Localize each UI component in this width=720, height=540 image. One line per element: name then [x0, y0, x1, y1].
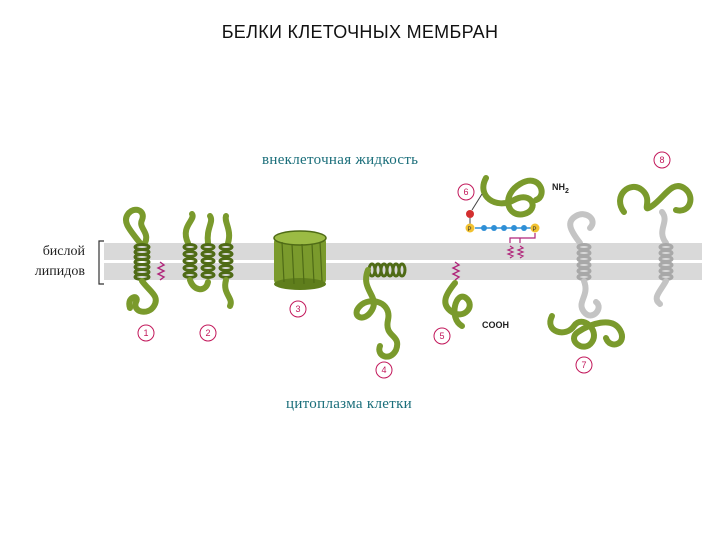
bilayer-bracket [98, 240, 104, 285]
lipid-bilayer-label-line1: бислой [42, 244, 85, 259]
svg-text:3: 3 [295, 304, 300, 314]
protein-5 [442, 261, 473, 329]
protein-number-badge-5: 5 [433, 327, 451, 345]
svg-text:7: 7 [581, 360, 586, 370]
cooh-label: COOH [482, 320, 509, 330]
protein-number-badge-2: 2 [199, 324, 217, 342]
membrane-inner-leaflet [104, 263, 702, 280]
protein-number-badge-7: 7 [575, 356, 593, 374]
extracellular-fluid-label: внеклеточная жидкость [262, 152, 419, 168]
protein-6 [465, 175, 545, 259]
svg-text:2: 2 [205, 328, 210, 338]
svg-text:6: 6 [463, 187, 468, 197]
phosphate-right-label: P [533, 227, 537, 233]
protein-2 [182, 211, 234, 309]
phosphate-left-label: P [468, 227, 472, 233]
svg-text:5: 5 [439, 331, 444, 341]
lipid-bilayer-label-line2: липидов [34, 264, 85, 279]
nh2-label: NH2 [552, 182, 569, 195]
protein-number-badge-4: 4 [375, 361, 393, 379]
protein-number-badge-8: 8 [653, 151, 671, 169]
svg-text:8: 8 [659, 155, 664, 165]
protein-1 [122, 206, 166, 315]
cytoplasm-label: цитоплазма клетки [286, 396, 412, 412]
protein-3 [273, 230, 327, 290]
protein-number-badge-6: 6 [457, 183, 475, 201]
protein-4 [353, 262, 407, 360]
svg-text:1: 1 [143, 328, 148, 338]
protein-number-badge-1: 1 [137, 324, 155, 342]
protein-8 [617, 183, 694, 307]
svg-text:4: 4 [381, 365, 386, 375]
page-title: БЕЛКИ КЛЕТОЧНЫХ МЕМБРАН [221, 22, 499, 42]
protein-7 [547, 211, 625, 350]
membrane-outer-leaflet [104, 243, 702, 260]
protein-number-badge-3: 3 [289, 300, 307, 318]
